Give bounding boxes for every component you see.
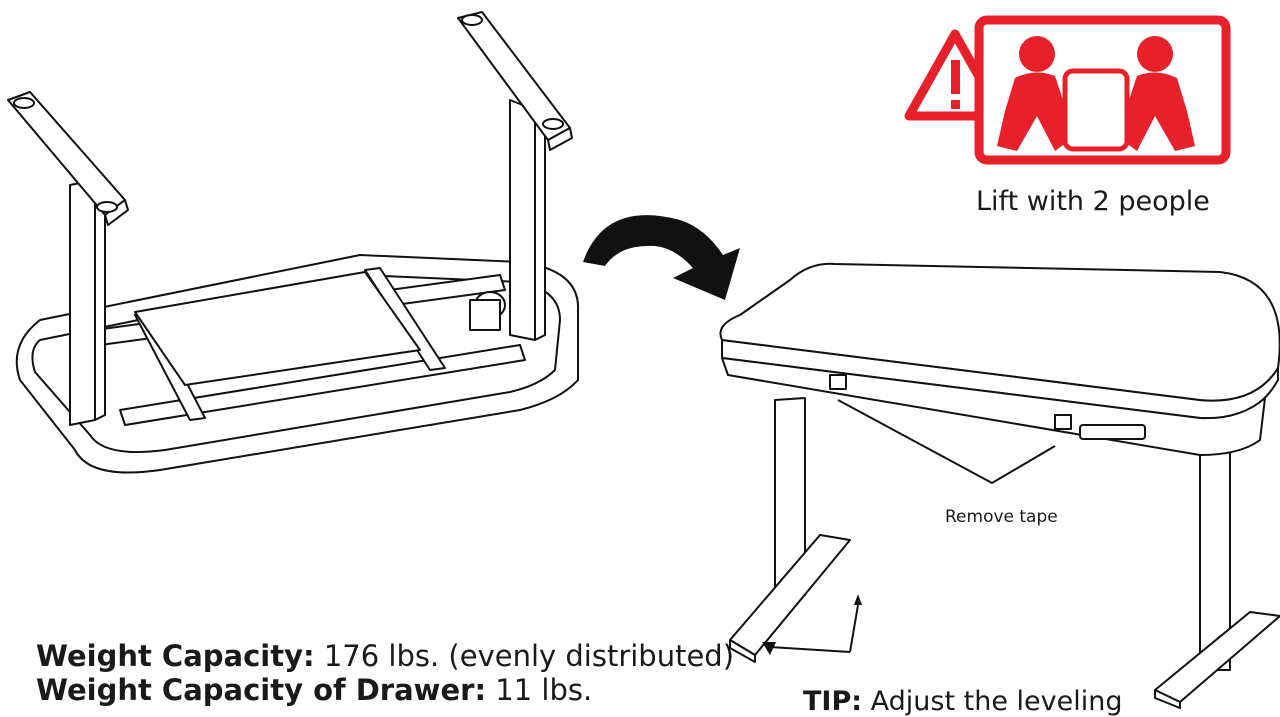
remove-tape-label: Remove tape [945, 507, 1058, 527]
tip-label: TIP: [803, 686, 863, 717]
weight-capacity-value: 176 lbs. (evenly distributed) [314, 639, 735, 673]
drawer-capacity-line: Weight Capacity of Drawer: 11 lbs. [36, 673, 592, 707]
curved-arrow-icon [583, 215, 740, 300]
drawer-capacity-value: 11 lbs. [486, 673, 593, 707]
warning-caption: Lift with 2 people [976, 186, 1210, 217]
weight-capacity-label: Weight Capacity: [36, 639, 315, 673]
upright-desk-illustration [719, 262, 1280, 709]
tip-text: Adjust the leveling [862, 686, 1123, 717]
drawer-capacity-label: Weight Capacity of Drawer: [36, 673, 487, 707]
tip-line: TIP: Adjust the leveling [803, 686, 1122, 717]
two-person-lift-icon [904, 15, 1231, 165]
weight-capacity-line: Weight Capacity: 176 lbs. (evenly distri… [36, 639, 734, 673]
inverted-desk-frame-illustration [7, 11, 580, 474]
